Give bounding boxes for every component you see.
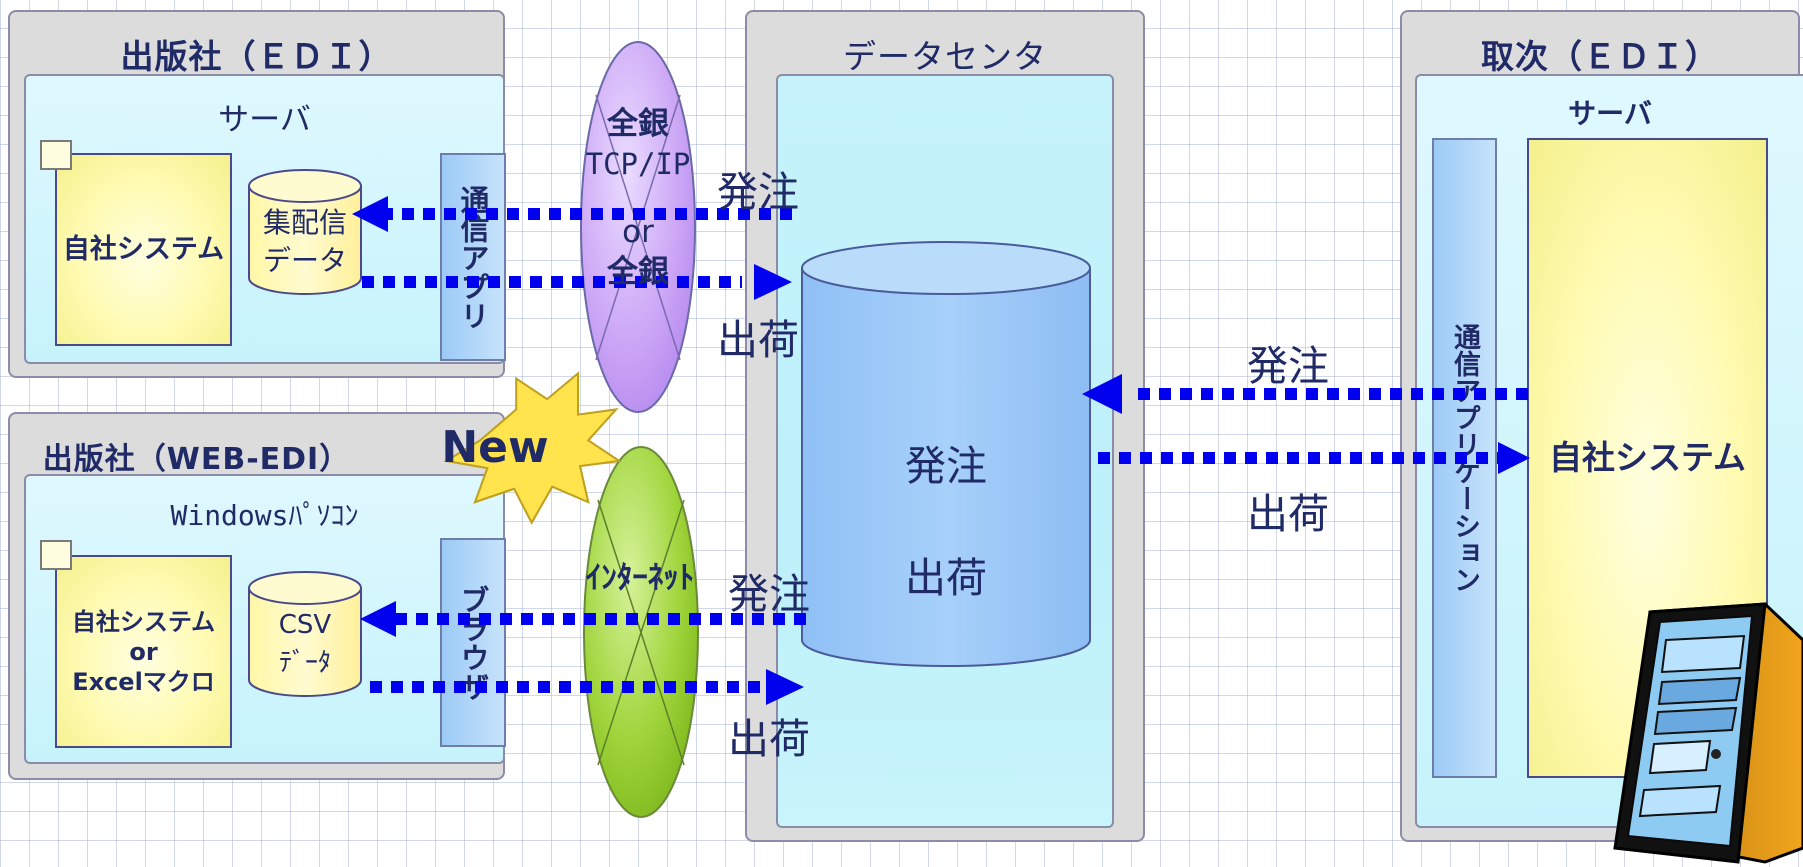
system-tab-icon [40, 140, 72, 170]
starburst-icon [443, 371, 623, 525]
database-order: 発注 [905, 442, 987, 490]
distributor-server-label: サーバ [1568, 97, 1652, 130]
flow-top-ship-label: 出荷 [717, 316, 799, 364]
windows-pc-label: Windowsﾊﾟｿｺﾝ [170, 499, 359, 532]
database-label: 発注 出荷 [802, 410, 1090, 634]
publisher-edi-comm-app: 通信アプリ [440, 153, 506, 361]
network-internet-label: ｲﾝﾀｰﾈｯﾄ [585, 560, 695, 596]
publisher-edi-server-label: サーバ [218, 102, 311, 138]
own-system-line3: Excelマクロ [72, 667, 215, 696]
own-system-line1: 自社システム [71, 607, 216, 636]
computer-tower-icon [1613, 602, 1803, 864]
own-system-label: 自社システム [62, 233, 225, 265]
distributor-comm-app: 通信アプリケーション [1432, 138, 1497, 778]
new-badge-label: New [441, 422, 549, 473]
flow-top-order-label: 発注 [717, 168, 799, 216]
network-line2: TCP/IP [585, 147, 691, 181]
csv-data-line1: CSV [278, 610, 332, 640]
distributor-own-system-label: 自社システム [1548, 438, 1746, 478]
delivery-data-line2: データ [262, 244, 347, 277]
dotted-arrow-icon [362, 208, 1528, 693]
datacenter-title: データセンタ [843, 37, 1047, 76]
csv-data-label: CSV ﾃﾞｰﾀ [252, 606, 358, 682]
system-tab-icon [40, 540, 72, 570]
csv-data-line2: ﾃﾞｰﾀ [278, 648, 331, 678]
flow-bottom-order-label: 発注 [728, 570, 810, 618]
network-line4: 全銀 [607, 254, 669, 290]
flow-right-order-label: 発注 [1247, 342, 1329, 390]
distributor-edi-title: 取次（ＥＤＩ） [1481, 37, 1719, 76]
delivery-data-line1: 集配信 [262, 206, 347, 239]
own-system-line2: or [129, 637, 158, 666]
delivery-data-label: 集配信 データ [252, 204, 358, 280]
network-internet-ellipse [583, 446, 699, 818]
network-line1: 全銀 [607, 106, 669, 142]
flow-bottom-ship-label: 出荷 [728, 715, 810, 763]
publisher-webedi-title: 出版社（WEB-EDI） [42, 442, 351, 477]
database-ship: 出荷 [905, 554, 987, 602]
publisher-webedi-own-system: 自社システム or Excelマクロ [55, 555, 232, 748]
publisher-edi-title: 出版社（ＥＤＩ） [120, 37, 393, 76]
flow-right-ship-label: 出荷 [1247, 490, 1329, 538]
publisher-edi-own-system: 自社システム [55, 153, 232, 346]
network-zengin-label: 全銀 TCP/IP or 全銀 [578, 104, 698, 292]
network-line3: or [622, 214, 654, 250]
arrowheads [352, 196, 1530, 705]
datacenter-database-cylinder [801, 241, 1091, 667]
network-zengin-ellipse [580, 41, 696, 413]
delivery-data-cylinder [248, 169, 362, 295]
csv-data-cylinder [248, 571, 362, 697]
